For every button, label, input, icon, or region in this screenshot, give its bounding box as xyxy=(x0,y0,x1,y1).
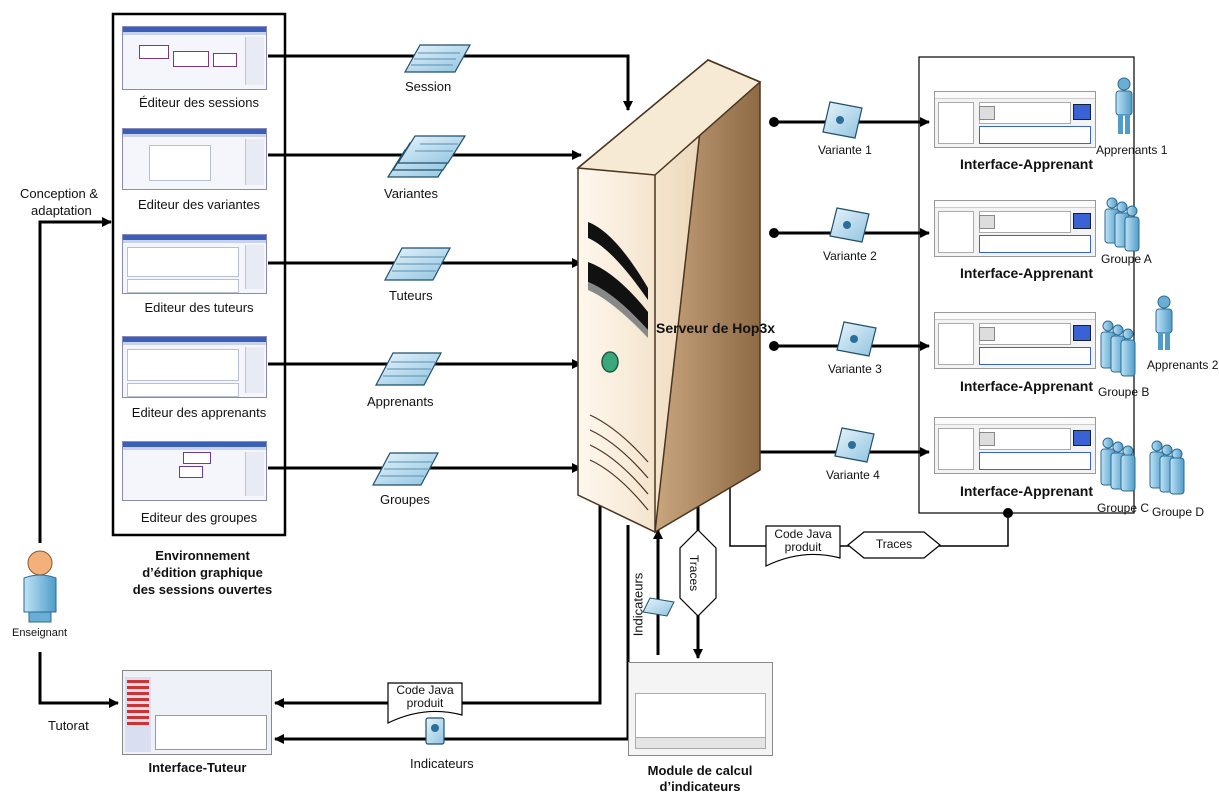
groupes-label: Groupes xyxy=(380,492,430,507)
learner-interface-screenshot-2 xyxy=(934,200,1096,257)
code-java-document-shape-left xyxy=(387,682,463,724)
indicateurs-label-bottom: Indicateurs xyxy=(410,756,474,771)
editors-panel-caption-line3: des sessions ouvertes xyxy=(132,582,273,597)
groupe-a-label: Groupe A xyxy=(1101,252,1152,266)
teacher-label: Enseignant xyxy=(12,627,68,639)
tuteurs-document-icon xyxy=(384,247,451,281)
module-label-line2: d’indicateurs xyxy=(659,779,741,794)
session-editor-label: Éditeur des sessions xyxy=(139,95,259,110)
apprenant-editor-screenshot xyxy=(122,336,267,398)
session-label: Session xyxy=(405,79,452,94)
editors-panel-frame xyxy=(111,12,287,537)
traces-label-vertical: Traces xyxy=(687,554,702,592)
code-java-label-right-line1: Code Java xyxy=(774,527,832,541)
learner-interface-label-3: Interface-Apprenant xyxy=(959,378,1094,394)
code-java-label-right-line2: produit xyxy=(784,540,822,554)
variant-card-icon-2 xyxy=(829,207,870,243)
teacher-person-icon xyxy=(23,550,57,623)
groupe-d-label: Groupe D xyxy=(1152,505,1205,519)
tutor-interface-screenshot xyxy=(122,670,272,755)
variant-card-icon-1 xyxy=(822,101,863,139)
session-editor-screenshot xyxy=(122,26,267,90)
tuteur-editor-label: Editeur des tuteurs xyxy=(144,300,254,315)
learner-interface-screenshot-1 xyxy=(934,91,1096,148)
apprenants1-person-icon xyxy=(1115,77,1133,134)
variantes-label: Variantes xyxy=(384,186,438,201)
tutorat-line xyxy=(38,652,119,708)
tuteur-editor-screenshot xyxy=(122,234,267,294)
traces-hexagon-vertical xyxy=(679,529,717,617)
learner-interface-label-2: Interface-Apprenant xyxy=(959,265,1094,281)
apprenants-document-icon xyxy=(375,352,442,386)
variante-3-label: Variante 3 xyxy=(828,362,882,376)
server-label: Serveur de Hop3x xyxy=(656,320,776,336)
groupe-c-label: Groupe C xyxy=(1097,501,1150,515)
variant-flow-lines xyxy=(745,117,930,457)
editors-panel-caption-line2: d’édition graphique xyxy=(142,565,263,580)
groupe-editor-screenshot xyxy=(122,441,267,501)
tuteurs-label: Tuteurs xyxy=(389,288,433,303)
code-java-label-left-line2: produit xyxy=(406,696,444,710)
conception-label-line2: adaptation xyxy=(31,203,92,218)
groupe-c-people-icon xyxy=(1100,437,1136,492)
groupe-editor-label: Editeur des groupes xyxy=(140,510,258,525)
learner-interface-screenshot-4 xyxy=(934,417,1096,474)
code-java-label-left-line1: Code Java xyxy=(396,683,454,697)
code-to-tutor-line xyxy=(274,505,602,708)
module-label-line1: Module de calcul xyxy=(647,763,753,778)
variante-2-label: Variante 2 xyxy=(823,249,877,263)
indicator-badge-icon xyxy=(425,717,445,745)
session-document-icon xyxy=(403,44,472,73)
apprenants2-label: Apprenants 2 xyxy=(1147,358,1219,372)
indicateurs-label-vertical: Indicateurs xyxy=(630,572,646,637)
editor-flow-lines xyxy=(268,54,633,473)
variante-1-label: Variante 1 xyxy=(818,143,872,157)
indicator-module-screenshot xyxy=(628,662,773,756)
server-tower xyxy=(576,58,762,534)
interfaces-panel-frame xyxy=(918,56,1135,514)
variantes-documents-icon xyxy=(386,135,467,178)
traces-hexagon-right xyxy=(847,531,941,559)
learner-interface-screenshot-3 xyxy=(934,312,1096,369)
groupes-document-icon xyxy=(372,452,439,486)
learner-interface-label-4: Interface-Apprenant xyxy=(959,483,1094,499)
tutor-interface-label: Interface-Tuteur xyxy=(148,760,247,775)
variante-editor-screenshot xyxy=(122,128,267,190)
apprenants-label: Apprenants xyxy=(367,394,434,409)
tutorat-label: Tutorat xyxy=(48,718,89,733)
code-java-document-shape-right xyxy=(765,525,841,567)
learner-interface-label-1: Interface-Apprenant xyxy=(959,156,1094,172)
apprenants1-label: Apprenants 1 xyxy=(1096,143,1168,157)
variant-card-icon-3 xyxy=(836,321,877,357)
indicator-card-icon xyxy=(642,597,675,617)
variante-4-label: Variante 4 xyxy=(826,468,880,482)
apprenant-editor-label: Editeur des apprenants xyxy=(131,405,267,420)
groupe-b-label: Groupe B xyxy=(1098,385,1150,399)
traces-label-right: Traces xyxy=(875,537,913,551)
conception-label-line1: Conception & xyxy=(20,186,99,201)
variante-editor-label: Editeur des variantes xyxy=(137,197,261,212)
groupe-a-people-icon xyxy=(1104,197,1140,252)
groupe-b-people-icon xyxy=(1100,320,1136,377)
conception-line xyxy=(38,217,112,543)
apprenants2-person-icon xyxy=(1155,295,1173,350)
groupe-d-people-icon xyxy=(1149,440,1185,495)
variant-card-icon-4 xyxy=(834,427,875,463)
editors-panel-caption-line1: Environnement xyxy=(155,548,250,563)
